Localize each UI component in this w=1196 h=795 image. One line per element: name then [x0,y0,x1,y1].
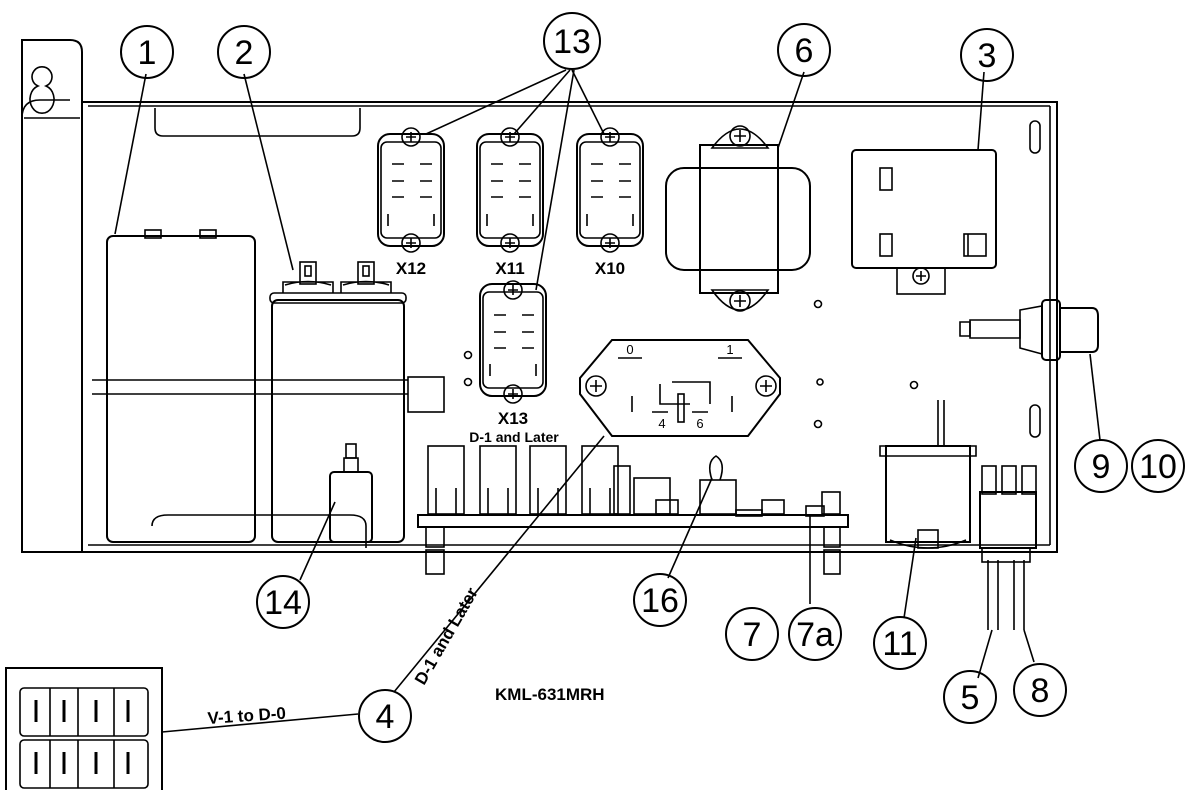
callout-11: 11 [882,625,917,663]
control-block [851,149,997,295]
keyhole-mount [29,66,55,114]
mount-slot-bottom [1029,404,1041,438]
start-relay [329,443,373,543]
leader-lines [114,69,1101,733]
terminal-6: 6 [696,416,703,431]
relay-label-x13: X13 [498,409,528,428]
leader-note: D-1 and Later [411,584,482,688]
callout-circles [120,12,1185,743]
inset-relay-box [5,667,163,795]
contactor [579,339,781,437]
callout-14: 14 [264,584,302,622]
callout-9: 9 [1092,448,1111,486]
relay-label-x11: X11 [495,259,524,278]
mount-slot-top [1029,120,1041,154]
relay-x13 [479,280,547,404]
callout-7: 7 [743,616,762,654]
callout-4: 4 [376,698,395,736]
model-label: KML-631MRH [495,685,605,704]
fuse-holder [959,299,1099,361]
old-version-note: V-1 to D-0 [207,704,287,728]
callout-7a: 7a [796,616,834,654]
callout-13: 13 [553,23,591,61]
callout-8: 8 [1031,672,1050,710]
transformer [665,125,811,312]
timer-motor [879,400,977,549]
callout-6: 6 [795,32,814,70]
terminal-0: 0 [626,342,633,357]
control-board [417,445,849,575]
terminal-1: 1 [726,342,733,357]
callout-5: 5 [961,679,980,717]
x13-note: D-1 and Later [469,429,559,445]
start-capacitor [269,261,445,543]
relay-label-x10: X10 [595,259,625,278]
callout-10: 10 [1139,448,1177,486]
run-capacitor [92,229,408,548]
relay-x10 [576,127,644,253]
callout-16: 16 [641,582,679,620]
relay-x11 [476,127,544,253]
terminal-4: 4 [658,416,665,431]
callout-2: 2 [235,34,254,72]
switch-block [979,465,1037,630]
control-box-frame [21,39,1058,553]
relay-x12 [377,127,445,253]
relay-label-x12: X12 [396,259,426,278]
callout-3: 3 [978,37,997,75]
callout-1: 1 [138,34,157,72]
